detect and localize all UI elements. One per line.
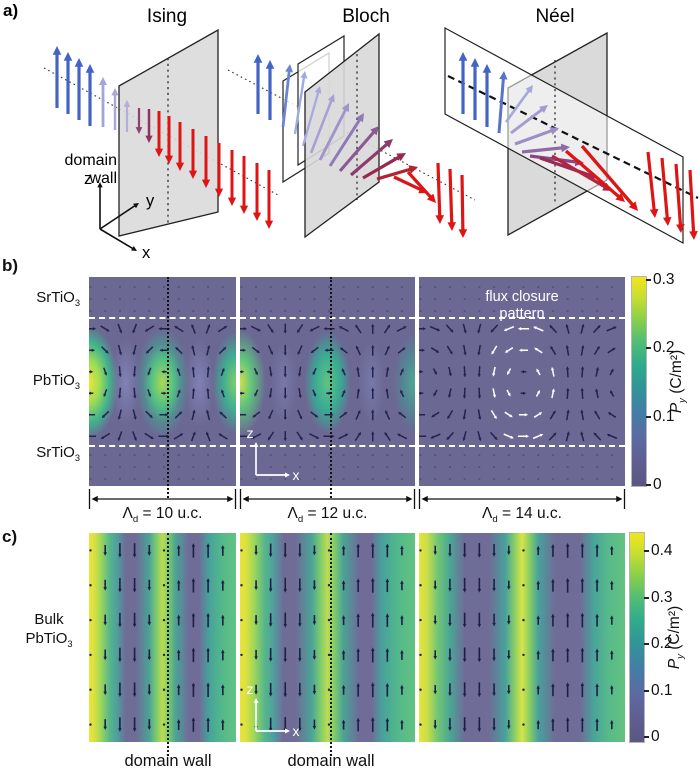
period-label-10uc: Λd = 10 u.c. bbox=[122, 505, 203, 526]
flux-closure-annotation: flux closure pattern bbox=[485, 289, 559, 322]
interface-line bbox=[419, 445, 625, 447]
panel-a-schematic: a) Ising Bloch Néel domain wall z y x bbox=[3, 1, 699, 258]
polarization-arrows bbox=[240, 285, 408, 481]
pbtio3-band bbox=[419, 318, 625, 447]
colorbar-tick-label: 0 bbox=[651, 728, 660, 745]
colorbar-b bbox=[631, 276, 647, 487]
title-neel: Néel bbox=[535, 6, 574, 27]
polarization-arrows bbox=[419, 285, 618, 481]
title-ising: Ising bbox=[147, 6, 187, 27]
domain-wall-caption: domain wall bbox=[124, 752, 212, 770]
axis-indicator: z x bbox=[247, 425, 300, 483]
colorbar-tick bbox=[644, 643, 649, 645]
panel-b-letter: b) bbox=[2, 256, 19, 275]
polarization-arrows bbox=[89, 285, 228, 481]
heatmap-b-period10 bbox=[89, 277, 236, 486]
layer-label-pbtio3: PbTiO3 bbox=[32, 372, 80, 391]
interface-line bbox=[240, 445, 415, 447]
colorbar-c bbox=[629, 532, 645, 743]
polarization-arrows bbox=[419, 543, 614, 732]
colorbar-tick-label: 0.2 bbox=[651, 635, 673, 652]
colorbar-tick-label: 0.1 bbox=[651, 682, 673, 699]
bulk-pbtio3-label: Bulk PbTiO3 bbox=[25, 611, 73, 649]
axis-indicator: z x bbox=[247, 681, 300, 739]
domain-wall-label-line1: domain bbox=[65, 152, 117, 169]
title-bloch: Bloch bbox=[342, 6, 390, 27]
panel-a-letter: a) bbox=[3, 1, 18, 20]
domain-wall-dotted-line bbox=[330, 277, 332, 498]
colorbar-c-axis-label: Py (C/m²) bbox=[666, 605, 687, 670]
colorbar-tick-label: 0.3 bbox=[653, 271, 675, 288]
colorbar-tick bbox=[644, 550, 649, 552]
neel-guide-dashed-line bbox=[447, 75, 699, 199]
pbtio3-band bbox=[240, 318, 415, 447]
interface-line bbox=[89, 445, 236, 447]
axis-x-label: x bbox=[293, 467, 300, 483]
domain-wall-caption: domain wall bbox=[287, 752, 375, 770]
axis-x-label: x bbox=[293, 723, 300, 739]
axis-x-label: x bbox=[142, 244, 151, 258]
layer-label-srtio3-top: SrTiO3 bbox=[36, 289, 80, 308]
interface-line bbox=[240, 317, 415, 319]
colorbar-tick-label: 0.3 bbox=[651, 589, 673, 606]
colorbar-b-axis-label: Py (C/m²) bbox=[668, 349, 689, 414]
period-arrows bbox=[88, 489, 626, 509]
heatmap-c-period10 bbox=[89, 533, 236, 742]
axis-z-label: z bbox=[247, 425, 254, 441]
colorbar-tick bbox=[644, 690, 649, 692]
colorbar-tick bbox=[644, 736, 649, 738]
interface-line bbox=[89, 317, 236, 319]
domain-wall-dotted-line bbox=[330, 533, 332, 756]
heatmap-c-period14 bbox=[419, 533, 625, 742]
interface-line bbox=[419, 317, 625, 319]
axis-z-label: z bbox=[84, 170, 92, 188]
colorbar-tick-label: 0.4 bbox=[651, 542, 673, 559]
ising-guide-dotted-line bbox=[43, 67, 279, 196]
colorbar-tick-label: 0.1 bbox=[653, 408, 675, 425]
bloch-domain-wall-plane bbox=[304, 32, 380, 239]
polarization-arrows bbox=[89, 543, 225, 732]
colorbar-tick bbox=[644, 597, 649, 599]
domain-wall-label-line2: wall bbox=[88, 170, 117, 187]
axis-z-label: z bbox=[247, 681, 254, 697]
polarization-arrows bbox=[240, 542, 404, 733]
colorbar-tick bbox=[646, 484, 651, 486]
period-label-12uc: Λd = 12 u.c. bbox=[287, 505, 368, 526]
heatmap-b-period12: z x bbox=[240, 277, 415, 486]
axis-y-label: y bbox=[146, 192, 155, 210]
colorbar-tick-label: 0.2 bbox=[653, 339, 675, 356]
period-label-14uc: Λd = 14 u.c. bbox=[482, 505, 562, 526]
heatmap-c-period12: z x bbox=[240, 533, 415, 742]
domain-wall-dotted-line bbox=[167, 533, 169, 756]
pbtio3-band bbox=[89, 318, 236, 447]
colorbar-tick bbox=[646, 279, 651, 281]
panel-c-letter: c) bbox=[2, 527, 18, 546]
colorbar-tick-label: 0 bbox=[653, 476, 662, 493]
polarization-rotation-arrows bbox=[52, 46, 698, 251]
domain-wall-dotted-line bbox=[167, 277, 169, 498]
heatmap-b-period14: flux closure pattern bbox=[419, 277, 625, 486]
colorbar-tick bbox=[646, 347, 651, 349]
layer-label-srtio3-bottom: SrTiO3 bbox=[36, 444, 80, 463]
colorbar-tick bbox=[646, 416, 651, 418]
